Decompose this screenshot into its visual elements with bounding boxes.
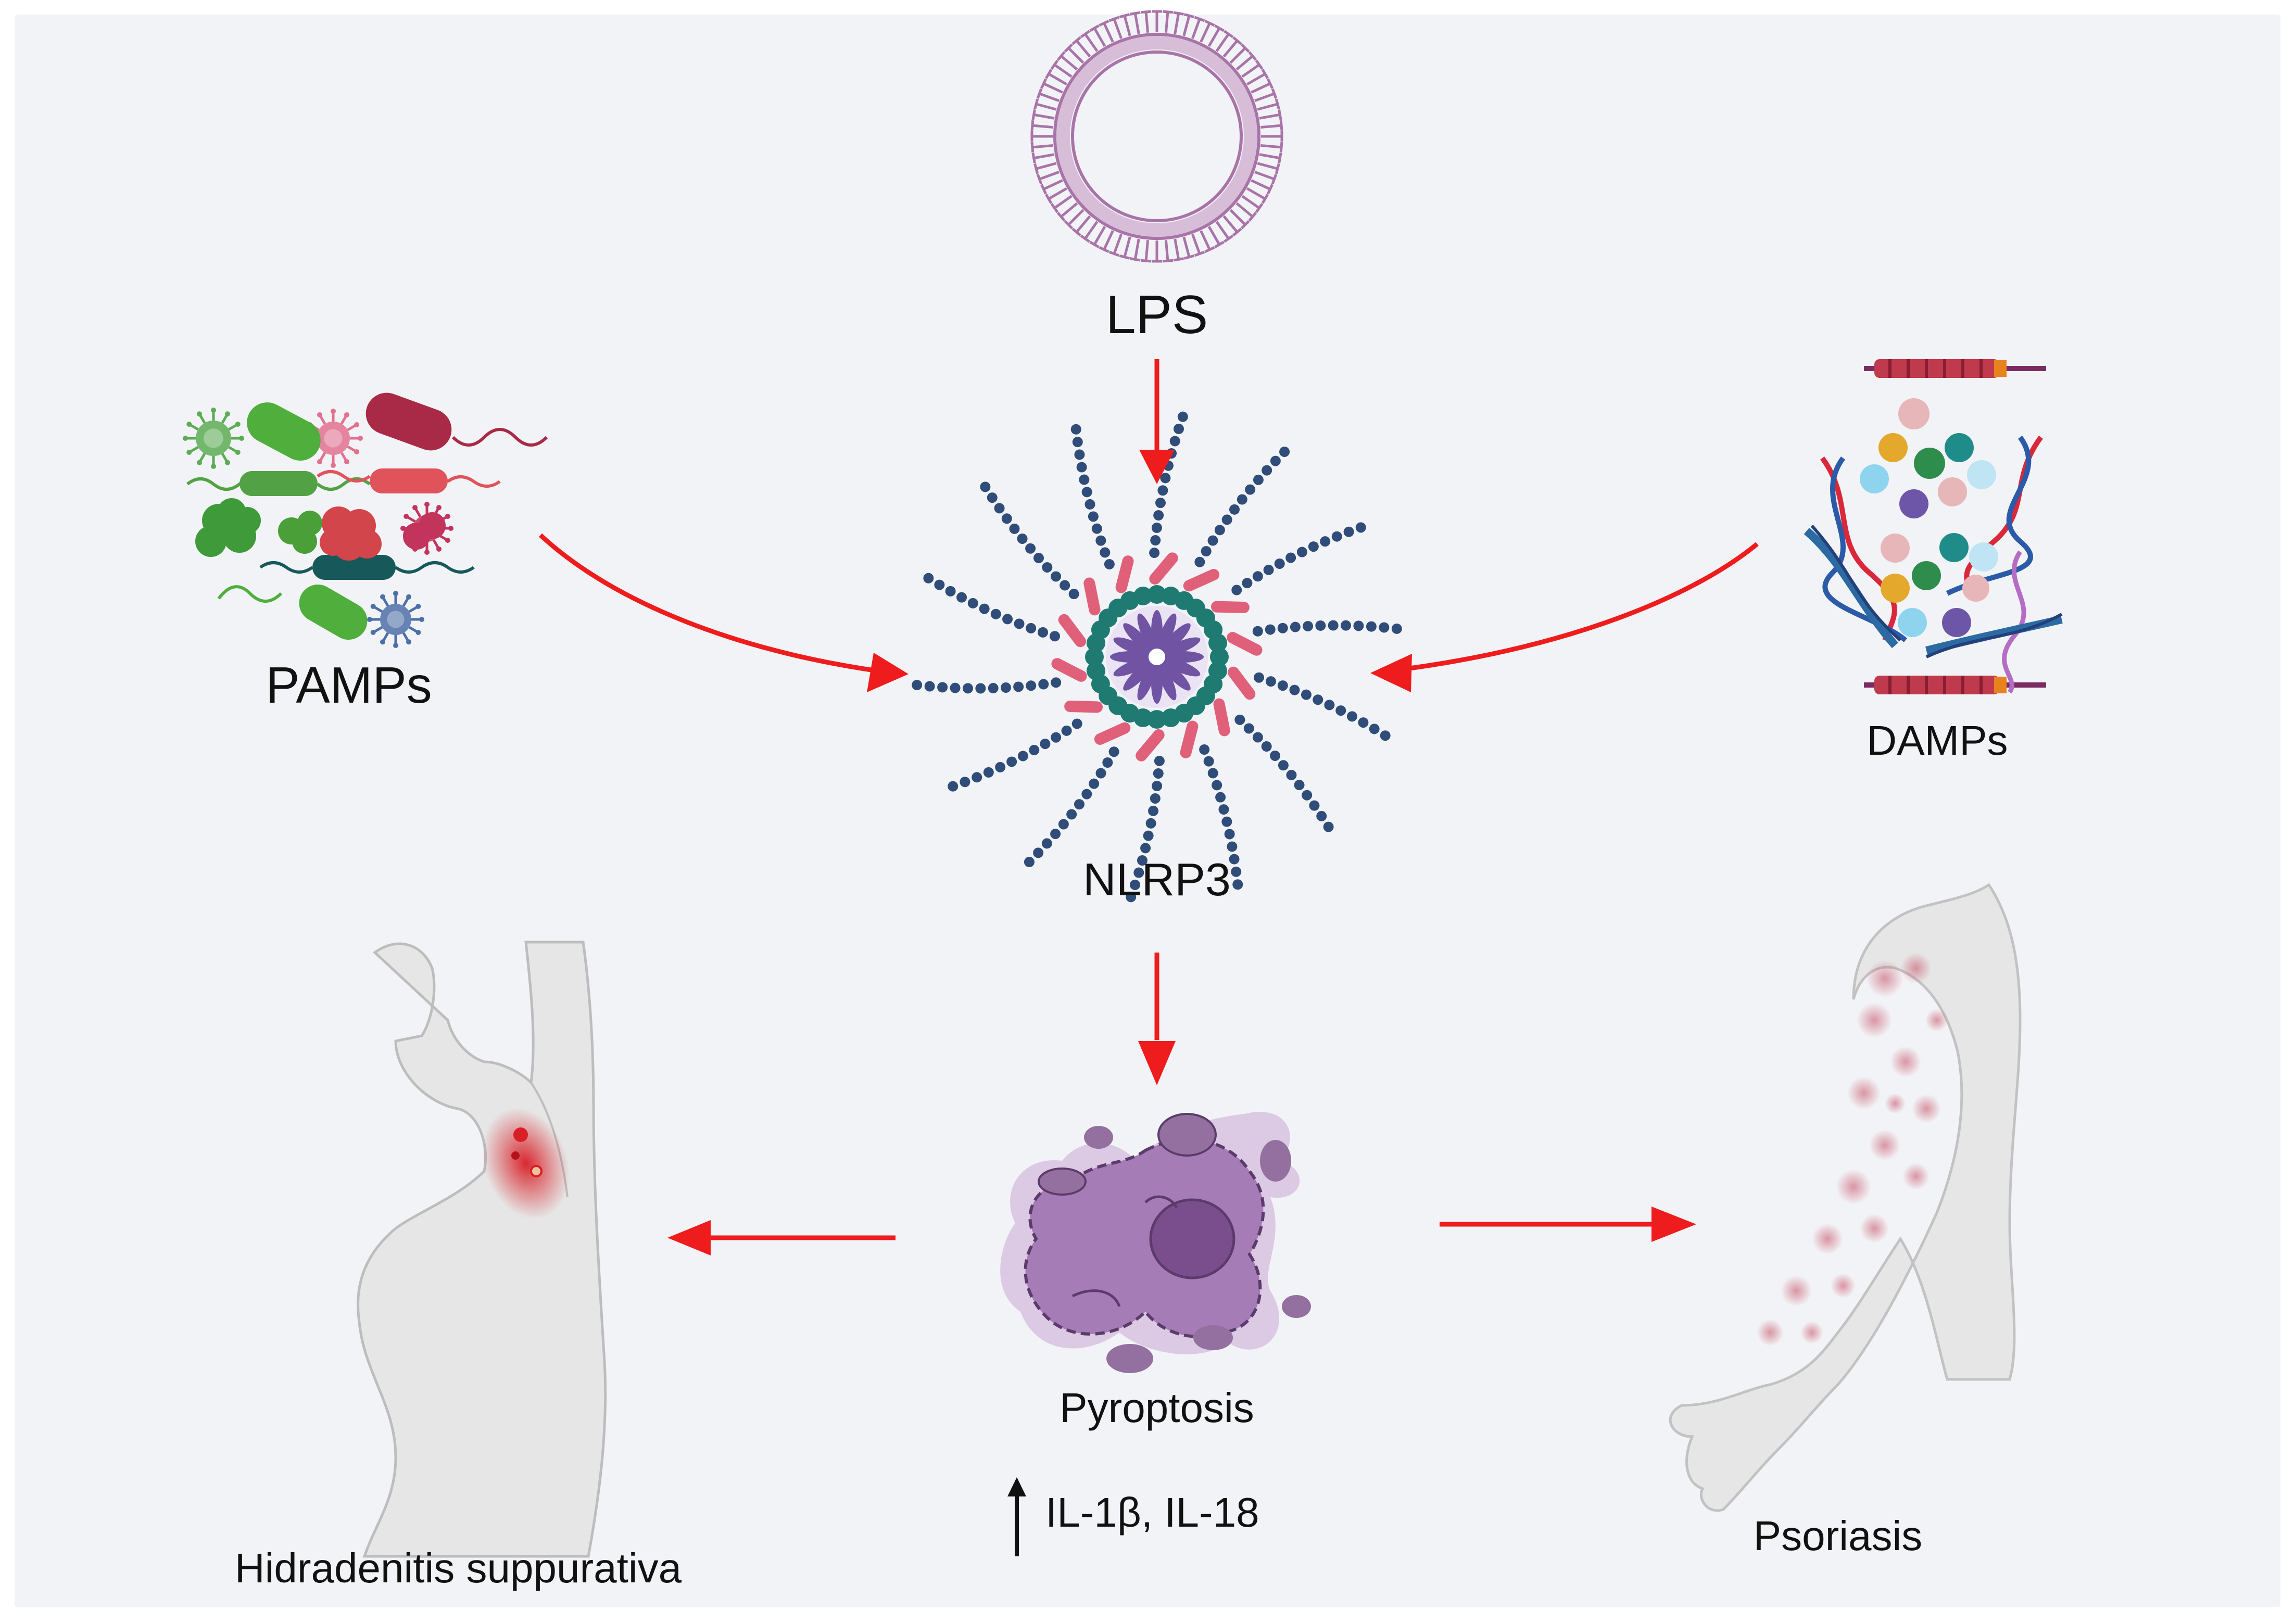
arrow-damps-to-nlrp3 [1370,542,1759,692]
cytokines-label: IL-1β, IL-18 [1045,1489,1259,1536]
pamps-label: PAMPs [266,656,432,714]
lps-label: LPS [1106,285,1208,345]
hidradenitis-torso-figure [357,941,607,1558]
nlrp3-label: NLRP3 [1083,854,1231,905]
nlrp3-inflammasome-icon [912,411,1402,903]
arrow-nlrp3-to-pyroptosis [1138,953,1176,1085]
arrow-pyroptosis-to-hidradenitis [667,1220,896,1255]
arrow-pyroptosis-to-psoriasis [1440,1207,1696,1242]
hidradenitis-label: Hidradenitis suppurativa [235,1545,682,1591]
pamps-microbes-icon [183,392,548,648]
increase-arrow-icon [1007,1477,1026,1556]
psoriasis-label: Psoriasis [1754,1513,1923,1559]
pyroptotic-cell-icon [1000,1112,1311,1373]
damps-label: DAMPs [1867,717,2008,764]
pyroptosis-label: Pyroptosis [1060,1385,1254,1431]
damps-molecules-icon [1804,359,2063,694]
psoriasis-arm-figure [1669,883,2022,1512]
arrow-pamps-to-nlrp3 [538,533,909,692]
lps-liposome-icon [1030,10,1283,263]
arrow-lps-to-nlrp3 [1139,359,1175,484]
